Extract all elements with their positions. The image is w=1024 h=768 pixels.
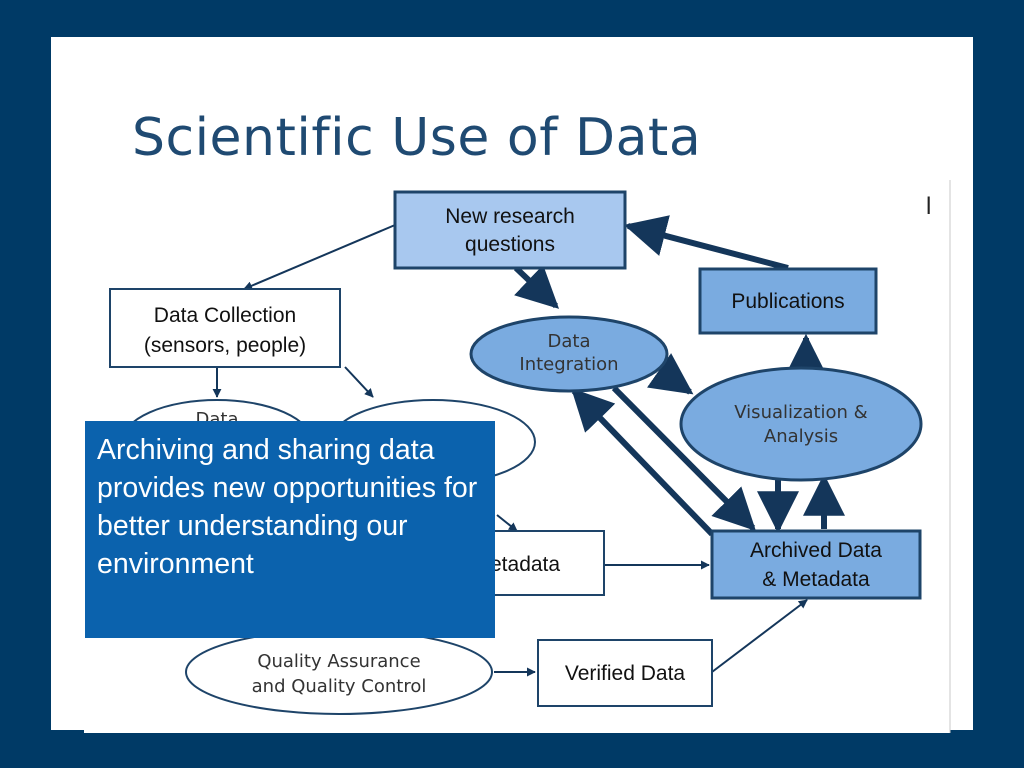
edge-integration-to-visualization — [646, 353, 694, 395]
callout-text: Archiving and sharing data provides new … — [97, 434, 478, 580]
callout-box: Archiving and sharing data provides new … — [85, 421, 495, 638]
edge-integration-to-archived — [611, 385, 756, 531]
svg-text:Data: Data — [548, 331, 591, 352]
svg-text:Analysis: Analysis — [764, 426, 838, 447]
edge-research-to-integration — [513, 264, 560, 309]
node-data-integration: Data Integration — [469, 315, 669, 393]
svg-text:Verified Data: Verified Data — [565, 662, 686, 685]
node-visualization-analysis: Visualization & Analysis — [679, 366, 923, 482]
svg-text:questions: questions — [465, 233, 555, 256]
node-archived-data-metadata: Archived Data & Metadata — [710, 529, 922, 600]
edge-collection-to-ellipse — [344, 366, 374, 398]
node-verified-data: Verified Data — [537, 639, 713, 707]
svg-text:& Metadata: & Metadata — [762, 568, 870, 591]
node-quality-assurance: Quality Assurance and Quality Control — [185, 629, 493, 715]
slide-title: Scientific Use of Data — [132, 108, 702, 168]
edge-publications-to-research — [623, 215, 789, 271]
node-new-research-questions: New research questions — [393, 190, 627, 270]
edge-to-metadata — [496, 514, 518, 532]
svg-text:Quality Assurance: Quality Assurance — [257, 651, 420, 672]
edge-archived-to-integration — [571, 387, 715, 537]
svg-text:Data Collection: Data Collection — [154, 304, 296, 327]
stray-mark: l — [926, 193, 931, 220]
svg-text:Archived Data: Archived Data — [750, 539, 882, 562]
edge-verified-to-archived — [711, 599, 808, 673]
svg-text:New research: New research — [445, 205, 575, 228]
svg-text:etadata: etadata — [490, 553, 560, 576]
svg-text:Visualization &: Visualization & — [734, 402, 867, 423]
edge-research-to-collection — [243, 224, 396, 290]
svg-text:(sensors, people): (sensors, people) — [144, 334, 306, 357]
svg-text:Integration: Integration — [519, 354, 618, 375]
node-data-collection: Data Collection (sensors, people) — [109, 288, 341, 368]
svg-text:and Quality Control: and Quality Control — [252, 676, 427, 697]
svg-text:Publications: Publications — [731, 290, 844, 313]
diagram-edges — [212, 215, 845, 677]
node-publications: Publications — [698, 267, 878, 335]
